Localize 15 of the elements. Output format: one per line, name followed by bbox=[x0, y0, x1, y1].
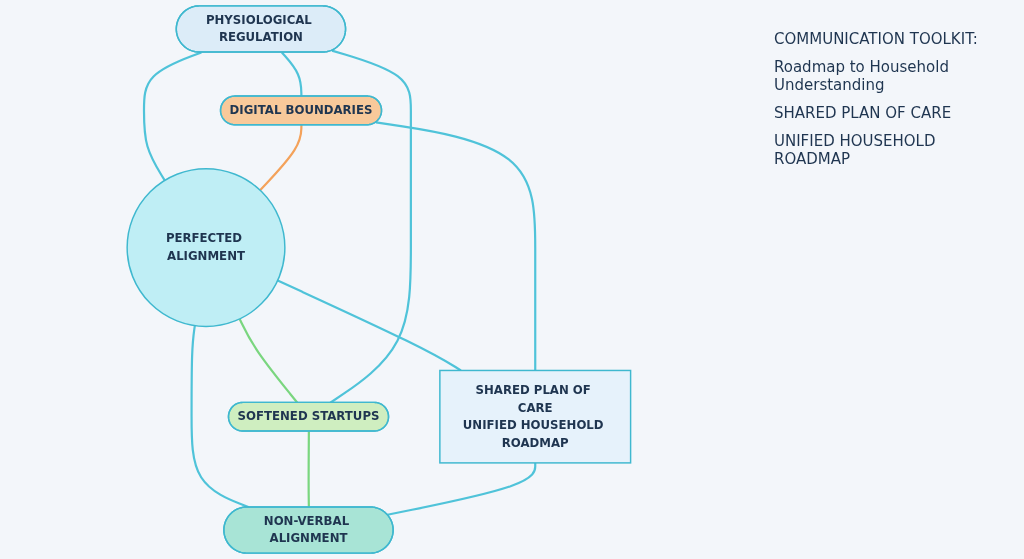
note-text: SHARED PLAN OF CARE bbox=[774, 104, 953, 122]
connector bbox=[307, 431, 310, 508]
node-box: SHARED PLAN OF CARE UNIFIED HOUSEHOLD ROADMAP bbox=[439, 369, 632, 464]
connector bbox=[238, 318, 299, 404]
node-circle: PERFECTED ALIGNMENT bbox=[126, 168, 286, 328]
connector bbox=[387, 462, 537, 516]
connector bbox=[259, 125, 303, 191]
connector bbox=[142, 51, 202, 181]
connector bbox=[281, 51, 303, 97]
note-text: UNIFIED HOUSEHOLD ROADMAP bbox=[774, 132, 937, 168]
connector bbox=[329, 49, 412, 404]
note-text: COMMUNICATION TOOLKIT: bbox=[774, 30, 979, 48]
connector bbox=[277, 279, 462, 372]
connector bbox=[375, 121, 537, 371]
note-text: Roadmap to Household Understanding bbox=[774, 58, 950, 94]
